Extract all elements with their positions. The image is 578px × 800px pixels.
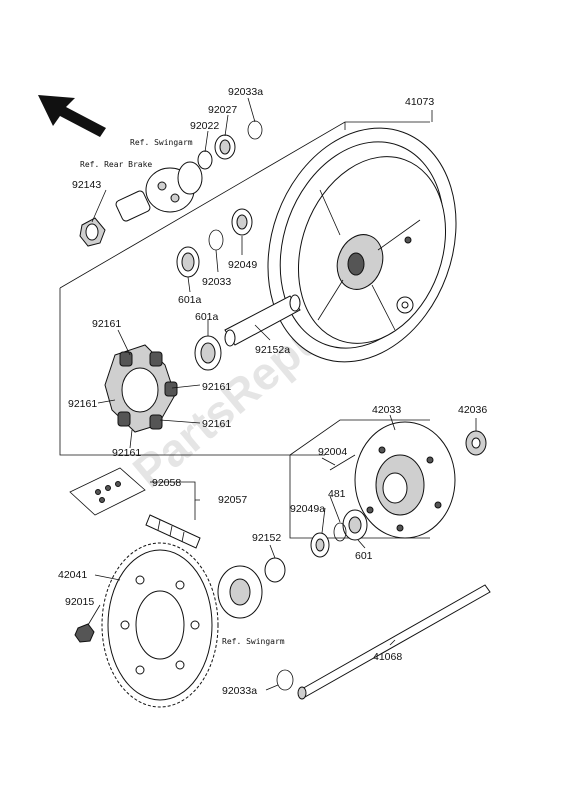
axle-41068	[297, 584, 491, 700]
direction-arrow-icon	[38, 95, 106, 137]
label-42041: 42041	[58, 569, 87, 581]
label-92161-r1: 92161	[202, 381, 231, 393]
circlip-92033a-top	[247, 120, 263, 140]
part-labels: 41073 92033a 92027 92022 Ref. Swingarm R…	[58, 86, 487, 697]
label-92033a-top: 92033a	[228, 86, 263, 98]
seal-92049a	[310, 532, 330, 558]
collar-42036	[465, 430, 487, 456]
leader-lines	[87, 97, 477, 691]
label-92161-l: 92161	[68, 398, 97, 410]
label-ref-swingarm-top: Ref. Swingarm	[130, 138, 193, 147]
label-92015: 92015	[65, 596, 94, 608]
nut-92015	[74, 623, 95, 643]
rear-wheel	[267, 127, 457, 363]
spacer-92152a	[224, 294, 301, 347]
label-92058: 92058	[152, 477, 181, 489]
dampers-92161	[104, 344, 178, 433]
label-92161-top: 92161	[92, 318, 121, 330]
label-601: 601	[355, 550, 373, 562]
label-92033: 92033	[202, 276, 231, 288]
stud-92004	[329, 454, 356, 471]
hub-frame	[289, 419, 430, 539]
label-92033a-bottom: 92033a	[222, 685, 257, 697]
sprocket-hub-42033	[354, 421, 456, 539]
label-92161-r2: 92161	[202, 418, 231, 430]
label-42036: 42036	[458, 404, 487, 416]
label-ref-rear-brake: Ref. Rear Brake	[80, 160, 152, 169]
collar-92143	[79, 217, 106, 247]
upper-assembly-frame	[59, 121, 430, 456]
seal-92049	[231, 208, 253, 236]
circlip-92033	[208, 229, 224, 251]
master-link-92058	[69, 467, 146, 516]
label-92161-bottom: 92161	[112, 447, 141, 459]
label-41068: 41068	[373, 651, 402, 663]
label-92152a: 92152a	[255, 344, 290, 356]
label-92143: 92143	[72, 179, 101, 191]
label-92049: 92049	[228, 259, 257, 271]
brake-carrier-ref	[115, 161, 203, 222]
label-92049a: 92049a	[290, 503, 325, 515]
label-42033: 42033	[372, 404, 401, 416]
label-41073: 41073	[405, 96, 434, 108]
label-92004: 92004	[318, 446, 347, 458]
circlip-481	[333, 522, 347, 542]
swingarm-collar-ref	[217, 565, 263, 619]
bearing-601	[342, 509, 368, 541]
bearing-601a-left	[176, 246, 200, 278]
sprocket-42041	[101, 542, 219, 708]
label-92152: 92152	[252, 532, 281, 544]
label-92057: 92057	[218, 494, 247, 506]
label-601a-mid: 601a	[195, 311, 219, 323]
bearing-601a-mid	[194, 335, 222, 371]
label-481: 481	[328, 488, 346, 500]
chain-92057	[145, 514, 201, 549]
label-ref-swingarm-bottom: Ref. Swingarm	[222, 637, 285, 646]
label-92027: 92027	[208, 104, 237, 116]
bush-92022	[197, 150, 213, 170]
circlip-92033a-bottom	[276, 669, 294, 691]
label-92022: 92022	[190, 120, 219, 132]
collar-92152	[264, 557, 286, 583]
label-601a-left: 601a	[178, 294, 202, 306]
collar-92027	[214, 134, 236, 160]
